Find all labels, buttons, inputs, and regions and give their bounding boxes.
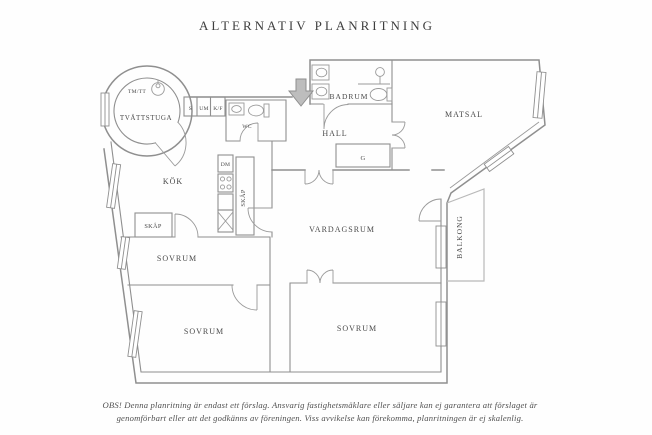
toilet-icon: [369, 87, 393, 102]
room-label-matsal: MATSAL: [445, 110, 483, 119]
label-kf: K/F: [213, 106, 223, 112]
room-label-sovrum-bottom-left: SOVRUM: [184, 327, 224, 336]
disclaimer-text: OBS! Denna planritning är endast ett för…: [0, 399, 640, 425]
diagonal-inner-face: [449, 121, 540, 189]
wc-toilet-icon: [248, 103, 270, 118]
counter-box: [217, 193, 234, 211]
room-label-balkong: BALKONG: [455, 215, 464, 259]
label-dm: DM: [221, 162, 231, 168]
outer-walls: [101, 59, 546, 384]
laundry-pod-outer-wall: [101, 65, 193, 157]
balcony-outline: [446, 188, 485, 282]
corner-cabinet: [217, 209, 234, 233]
label-tm-tt: TM/TT: [128, 89, 147, 95]
bathroom-sink-icon: [311, 64, 330, 100]
label-um: UM: [199, 106, 209, 112]
room-label-vardagsrum: VARDAGSRUM: [309, 225, 375, 234]
kitchen-units: [217, 154, 234, 233]
dishwasher-box: [217, 154, 234, 173]
room-label-kok: KÖK: [163, 177, 183, 186]
disclaimer-line-2: genomförbart eller att det godkänns av f…: [116, 413, 524, 423]
room-label-garderob: G: [361, 155, 366, 162]
label-s: S: [189, 106, 192, 112]
wc-sink-icon: [228, 102, 245, 116]
shower-icon: [358, 67, 390, 85]
page-title: ALTERNATIV PLANRITNING: [198, 18, 436, 33]
room-label-sovrum-bottom-center: SOVRUM: [337, 324, 377, 333]
laundry-pod-inner-wall: [113, 77, 181, 145]
stove-burners-icon: [219, 176, 232, 190]
washing-machine-icon: [151, 79, 165, 96]
room-label-badrum: BADRUM: [330, 92, 369, 101]
windows: [100, 71, 547, 358]
room-labels: TVÄTTSTUGA TM/TT S UM K/F WC DM BADRUM H…: [120, 89, 483, 336]
entrance-arrow-icon: [287, 78, 315, 107]
interior-walls: [113, 59, 445, 373]
room-label-tvattstuga: TVÄTTSTUGA: [120, 114, 172, 122]
stove-icon: [217, 173, 234, 193]
room-label-wc: WC: [242, 124, 252, 130]
room-label-hall: HALL: [322, 129, 347, 138]
room-label-skap-tall: SKÅP: [239, 189, 247, 206]
room-label-skap-left: SKÅP: [144, 222, 161, 230]
room-label-sovrum-left: SOVRUM: [157, 254, 197, 263]
disclaimer-line-1: OBS! Denna planritning är endast ett för…: [102, 400, 538, 410]
door-swings: [155, 104, 442, 311]
outer-perimeter: [103, 59, 546, 384]
